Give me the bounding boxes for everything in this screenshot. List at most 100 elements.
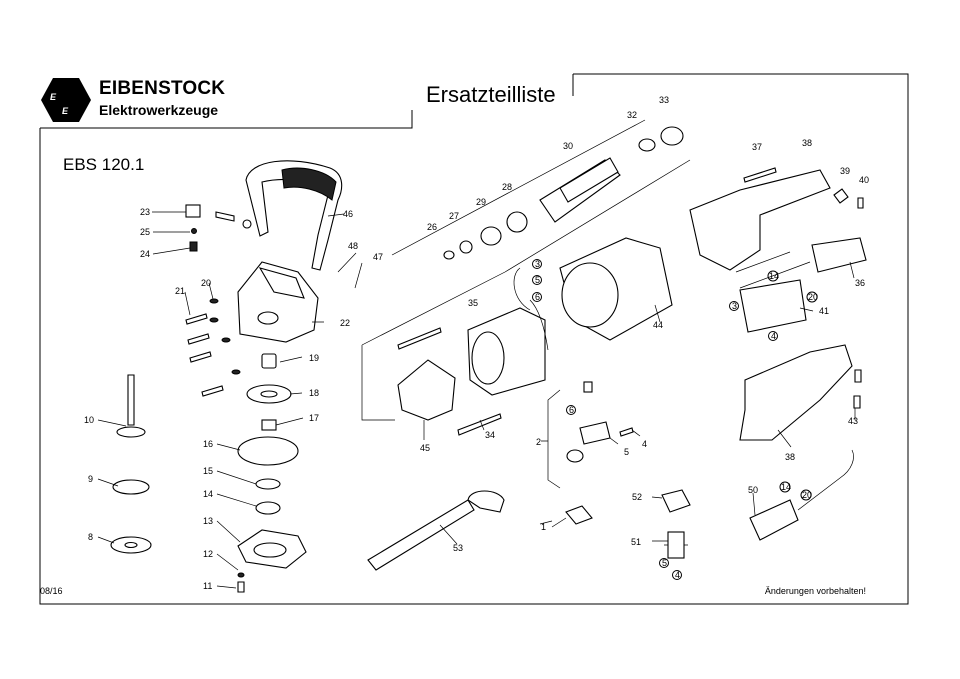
screw-part-43 xyxy=(853,395,861,409)
callout-36: 36 xyxy=(855,278,865,288)
callout-46: 46 xyxy=(343,209,353,219)
callout-23: 23 xyxy=(140,207,150,217)
brush-holder-part xyxy=(739,279,807,333)
armature-dashed-box xyxy=(361,119,691,421)
callout-41: 41 xyxy=(819,306,829,316)
callout-17: 17 xyxy=(309,413,319,423)
ring-part-33 xyxy=(660,126,684,146)
brand-name: EIBENSTOCK xyxy=(99,78,226,99)
gasket-part xyxy=(237,436,299,466)
callout-47: 47 xyxy=(373,252,383,262)
screw-part-42 xyxy=(854,369,862,383)
washer-part-12 xyxy=(237,572,245,578)
callout-48: 48 xyxy=(348,241,358,251)
spindle-bore xyxy=(257,311,279,325)
callout-43: 43 xyxy=(848,416,858,426)
brush-holder-small xyxy=(579,421,611,445)
brand-subtitle: Elektrowerkzeuge xyxy=(99,102,219,118)
screw-part-40 xyxy=(857,197,864,209)
callout-5: 5 xyxy=(624,447,629,457)
callout-52: 52 xyxy=(632,492,642,502)
callout-40: 40 xyxy=(859,175,869,185)
svg-text:3: 3 xyxy=(732,301,737,311)
power-cable xyxy=(797,449,854,511)
svg-text:E: E xyxy=(50,92,57,102)
washer-part-27 xyxy=(459,240,473,254)
flange-9 xyxy=(112,479,150,495)
callout-10: 10 xyxy=(84,415,94,425)
callout-20: 20 xyxy=(201,278,211,288)
clip-part-39 xyxy=(833,188,849,204)
spindle-part xyxy=(127,374,135,426)
svg-text:20: 20 xyxy=(802,490,812,500)
circled-markers: 3 5 6 6 14 3 20 4 5 4 14 20 xyxy=(532,259,818,580)
callout-27: 27 xyxy=(449,211,459,221)
callout-37: 37 xyxy=(752,142,762,152)
gear-cover-top xyxy=(258,267,305,299)
callout-2: 2 xyxy=(536,437,541,447)
sleeve-part xyxy=(261,353,277,369)
air-guide-part xyxy=(397,359,456,421)
bearing-part-29 xyxy=(480,226,502,246)
screw-part-11 xyxy=(237,581,245,593)
model-name: EBS 120.1 xyxy=(63,155,145,174)
svg-text:E: E xyxy=(62,106,69,116)
callout-13: 13 xyxy=(203,516,213,526)
cable-sleeve-part xyxy=(811,237,867,273)
rear-housing-part xyxy=(689,169,831,271)
nut-part-26 xyxy=(443,250,455,260)
callout-38a: 38 xyxy=(802,138,812,148)
svg-text:4: 4 xyxy=(771,331,776,341)
svg-text:20: 20 xyxy=(808,292,818,302)
spindle-flange xyxy=(116,426,146,438)
callout-51: 51 xyxy=(631,537,641,547)
bearing-part-14 xyxy=(255,501,281,515)
callout-32: 32 xyxy=(627,110,637,120)
spring-part xyxy=(566,449,584,463)
callout-9: 9 xyxy=(88,474,93,484)
callout-11: 11 xyxy=(203,581,212,591)
callout-53: 53 xyxy=(453,543,463,553)
page-frame xyxy=(39,73,909,605)
svg-text:6: 6 xyxy=(535,292,540,302)
washer-part xyxy=(191,228,197,234)
screw-part xyxy=(215,211,235,222)
svg-text:6: 6 xyxy=(569,405,574,415)
screw-part-34b xyxy=(457,413,502,436)
svg-text:5: 5 xyxy=(535,275,540,285)
callout-50: 50 xyxy=(748,485,758,495)
callout-14: 14 xyxy=(203,489,213,499)
switch-cap-part xyxy=(661,489,691,513)
callout-45: 45 xyxy=(420,443,430,453)
callout-24: 24 xyxy=(140,249,150,259)
plug-part xyxy=(749,499,799,541)
screw-part-37 xyxy=(743,167,777,183)
washer-set-20 xyxy=(209,298,241,375)
callout-18: 18 xyxy=(309,388,319,398)
footer-note: Änderungen vorbehalten! xyxy=(764,586,866,596)
bearing-part-32 xyxy=(638,138,656,152)
callout-21: 21 xyxy=(175,286,185,296)
bracket-2 xyxy=(547,389,561,489)
handle-cover-part xyxy=(739,344,853,441)
screw-part-34a xyxy=(397,327,442,350)
callout-39: 39 xyxy=(840,166,850,176)
screw-set-21 xyxy=(185,313,224,397)
bearing-part-17 xyxy=(261,419,277,431)
svg-text:5: 5 xyxy=(662,558,667,568)
callout-12: 12 xyxy=(203,549,213,559)
footer-date: 08/16 xyxy=(40,586,63,596)
handle-grip xyxy=(281,167,337,201)
callout-labels: 23 25 24 21 20 46 48 47 22 19 18 17 16 1… xyxy=(84,95,869,591)
screw-part-4 xyxy=(619,427,634,437)
wrench-part xyxy=(367,499,475,571)
callout-44: 44 xyxy=(653,320,663,330)
svg-text:3: 3 xyxy=(535,259,540,269)
knob-part xyxy=(185,204,201,218)
callout-30: 30 xyxy=(563,141,573,151)
callout-26: 26 xyxy=(427,222,437,232)
callout-4: 4 xyxy=(642,439,647,449)
callout-38b: 38 xyxy=(785,452,795,462)
carbon-brush-part xyxy=(565,505,593,525)
